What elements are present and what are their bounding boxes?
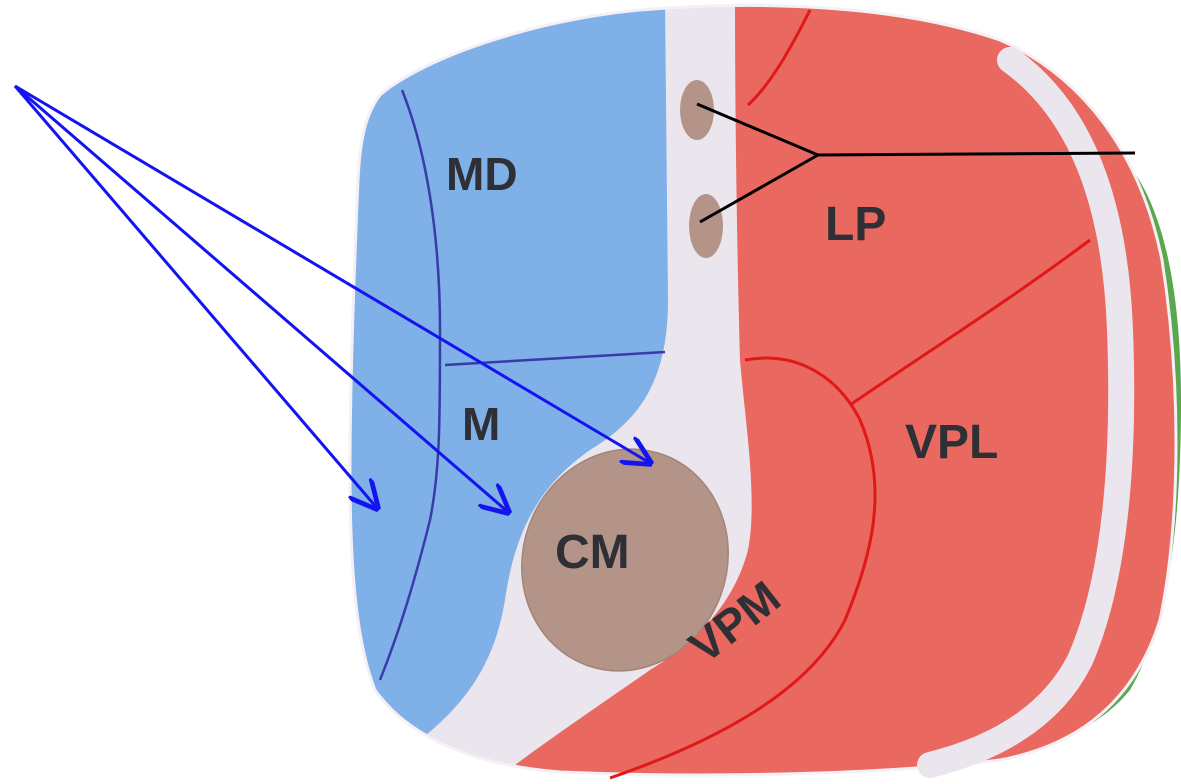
- lamina-nucleus-lower: [689, 194, 723, 258]
- leader-line-upper: [696, 102, 819, 157]
- lp-upper-boundary: [746, 9, 812, 107]
- label-m: M: [462, 398, 500, 450]
- external-medullary-lamina: [917, 47, 1135, 778]
- lp-vpl-boundary: [849, 238, 1091, 407]
- leader-line-lower: [699, 153, 819, 224]
- pointer-arrow-1: [13, 85, 377, 508]
- pointer-arrow-2: [14, 84, 508, 512]
- thalamus-outline: [348, 3, 1178, 777]
- lamina-nucleus-upper: [680, 80, 714, 140]
- label-lp: LP: [825, 198, 886, 251]
- leader-line-main: [817, 151, 1136, 157]
- cm-nucleus: [521, 448, 729, 672]
- label-vpl: VPL: [905, 416, 998, 469]
- pointer-arrow-3: [14, 84, 650, 463]
- pointer-arrows: [13, 84, 650, 512]
- md-m-boundary: [378, 89, 442, 681]
- vpm-vpl-boundary: [609, 356, 877, 780]
- medial-nuclear-region: [350, 5, 668, 775]
- leader-lines: [696, 102, 1136, 224]
- label-cm: CM: [555, 526, 630, 579]
- label-md: MD: [446, 148, 518, 200]
